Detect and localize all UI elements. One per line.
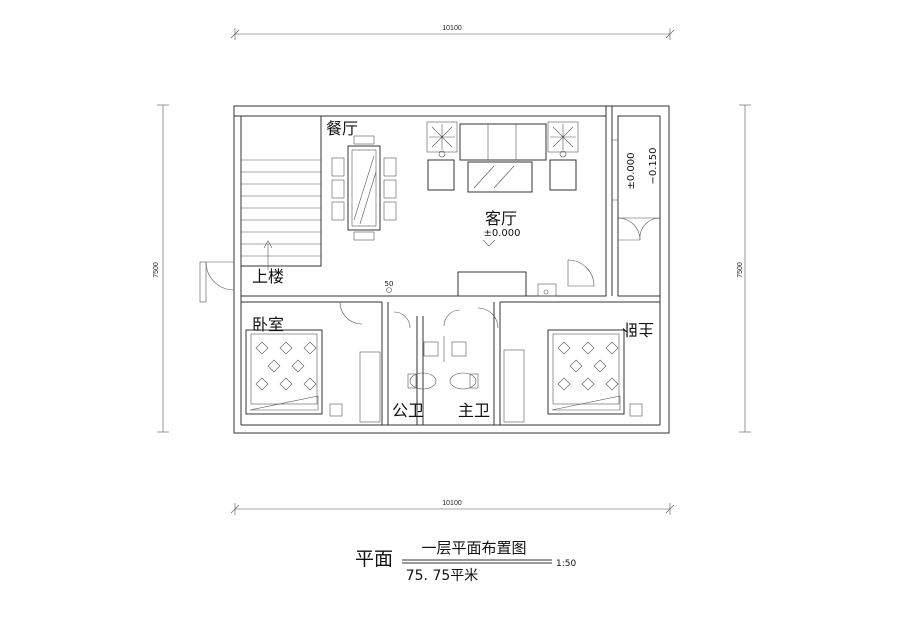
bedroom-label: 卧室: [252, 315, 284, 334]
floor-area: 75. 75平米: [406, 568, 479, 584]
master-bed: [503, 329, 643, 423]
sofa-set: [426, 121, 579, 193]
master-bedroom-label: 主卧: [622, 320, 654, 339]
dining-table: [331, 135, 397, 241]
right-dimension-label: 7500: [737, 262, 744, 278]
upstairs-label: 上楼: [252, 267, 284, 286]
dimension-lines: [157, 28, 751, 515]
living-room-level: ±0.000: [483, 228, 520, 239]
outer-walls: [233, 105, 670, 434]
dining-room-label: 餐厅: [326, 119, 358, 138]
bathroom-fixtures: [407, 336, 479, 390]
entrance-step: [199, 261, 207, 303]
porch-level-label-a: ±0.000: [626, 152, 637, 189]
mark-dot: [386, 287, 392, 293]
bedroom-bed: [245, 329, 381, 423]
mark-50-label: 50: [385, 280, 394, 288]
staircase: [240, 115, 322, 270]
living-cabinet: [457, 259, 595, 297]
master-bathroom-label: 主卫: [458, 401, 490, 420]
drawing-title: 一层平面布置图: [421, 539, 526, 557]
bottom-dimension-label: 10100: [442, 500, 462, 507]
left-dimension-label: 7500: [153, 262, 160, 278]
title-block: [402, 559, 552, 564]
right-porch: [612, 115, 661, 297]
level-marker: [482, 239, 496, 247]
top-dimension-label: 10100: [442, 25, 462, 32]
drawing-scale: 1:50: [556, 559, 576, 569]
living-room-label: 客厅: [485, 209, 517, 228]
interior-walls: [241, 301, 660, 425]
entrance-door: [205, 261, 235, 291]
public-bathroom-label: 公卫: [392, 401, 424, 420]
title-main: 平面: [355, 548, 393, 570]
porch-level-label-b: −0.150: [648, 147, 659, 184]
